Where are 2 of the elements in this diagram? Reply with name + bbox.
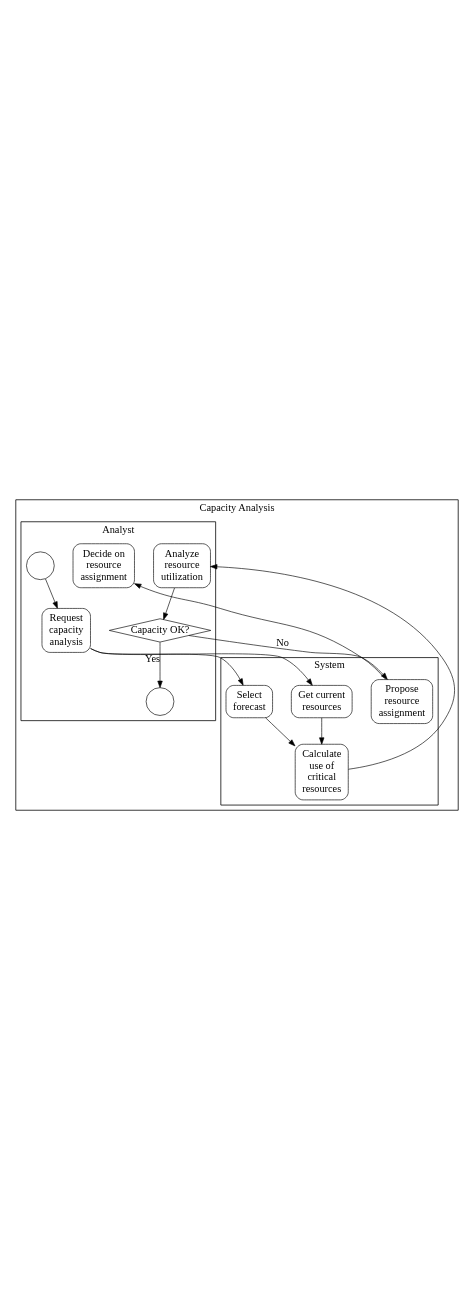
edge-label: Yes [145,652,161,664]
edge-label: No [276,636,289,648]
